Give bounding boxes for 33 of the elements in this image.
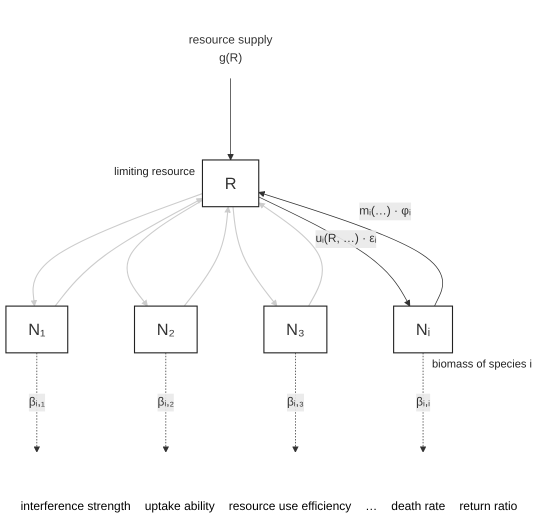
node-box: N₁ xyxy=(5,306,68,354)
arrow xyxy=(258,202,323,306)
edge-label: βᵢ,ᵢ xyxy=(416,396,430,408)
edge-label: uᵢ(R, …) · εᵢ xyxy=(315,232,377,245)
note-label: death rate xyxy=(391,499,446,513)
node-text: resource supply g(R) xyxy=(188,34,272,64)
arrow xyxy=(232,206,278,306)
note-label: interference strength xyxy=(20,499,131,513)
note-label: … xyxy=(365,499,378,513)
node-caption: biomass of species i xyxy=(432,358,532,371)
arrow xyxy=(227,78,234,160)
node-box: R xyxy=(202,159,260,208)
edge-label: mᵢ(…) · φᵢ xyxy=(359,204,411,218)
node-box: N₂ xyxy=(134,306,198,354)
edge-label: βᵢ,₃ xyxy=(286,396,304,408)
note-label: return ratio xyxy=(459,499,518,513)
arrow xyxy=(30,193,203,306)
node-caption: limiting resource xyxy=(114,166,196,178)
arrow xyxy=(34,352,40,453)
note-label: resource use efficiency xyxy=(228,499,352,513)
edge-label: βᵢ,₁ xyxy=(28,396,45,408)
node-box: Nᵢ xyxy=(393,306,454,354)
arrow xyxy=(258,191,444,306)
arrow xyxy=(54,198,203,306)
arrow xyxy=(184,206,231,306)
note-label: uptake ability xyxy=(144,499,215,513)
arrow xyxy=(292,352,299,453)
arrow xyxy=(258,196,410,306)
node-box: N₃ xyxy=(263,306,328,354)
arrow xyxy=(162,352,170,453)
edge-label: βᵢ,₂ xyxy=(158,396,174,408)
arrow xyxy=(420,352,426,453)
arrow xyxy=(126,200,203,306)
